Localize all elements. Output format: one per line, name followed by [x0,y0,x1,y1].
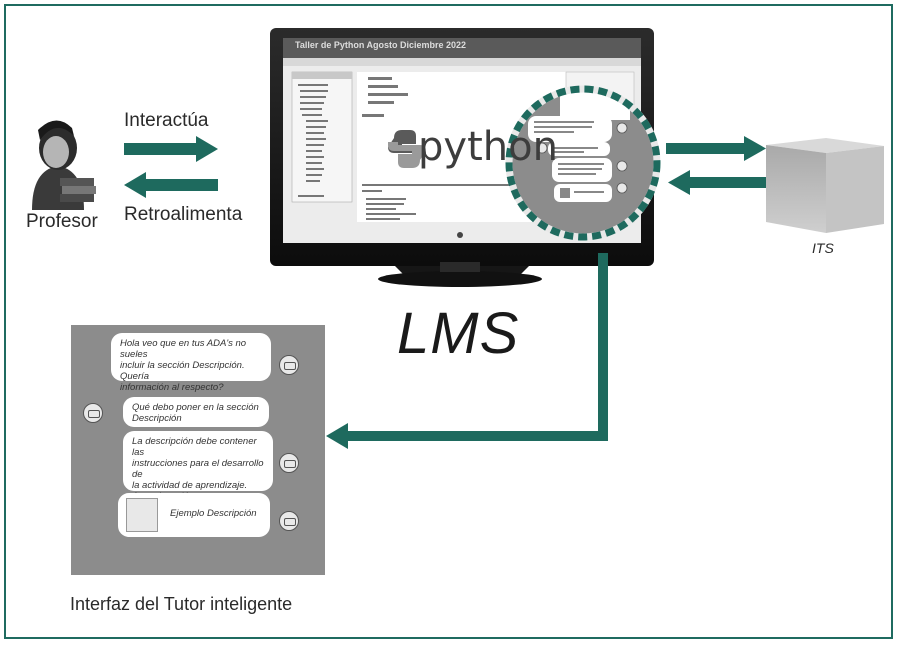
chat-message-4[interactable]: Ejemplo Descripción [118,493,270,537]
lms-course-title: Taller de Python Agosto Diciembre 2022 [295,40,467,50]
lms-label: LMS [397,301,520,366]
chat-message-3: La descripción debe contener las instruc… [123,431,273,513]
connector-arrow [326,253,608,449]
tutor-avatar-icon [279,453,299,473]
figure-frame [4,4,893,639]
its-cube-icon [766,138,884,233]
arrow-from-its [668,170,766,195]
pdf-attachment-label: Ejemplo Descripción [170,508,257,519]
chat-message-1: Hola veo que en tus ADA's no sueles incl… [111,333,271,393]
teacher-icon [32,120,96,210]
arrow-retroalimenta [124,172,218,198]
interfaz-caption: Interfaz del Tutor inteligente [70,594,293,614]
profesor-label: Profesor [26,211,98,232]
arrow-to-its [666,136,766,161]
arrow-interactua [124,136,218,162]
python-logo-icon [388,130,426,168]
tutor-chat-panel: Hola veo que en tus ADA's no sueles incl… [71,325,325,575]
chat-message-2: Qué debo poner en la sección Descripción [123,397,269,427]
python-logo-text: python [418,124,558,170]
tutor-avatar-icon [279,511,299,531]
its-label: ITS [812,240,834,256]
user-avatar-icon [83,403,103,423]
zoom-circle [505,85,661,241]
retroalimenta-label: Retroalimenta [124,204,243,225]
tutor-avatar-icon [279,355,299,375]
pdf-file-icon [126,498,158,532]
interactua-label: Interactúa [124,110,209,131]
